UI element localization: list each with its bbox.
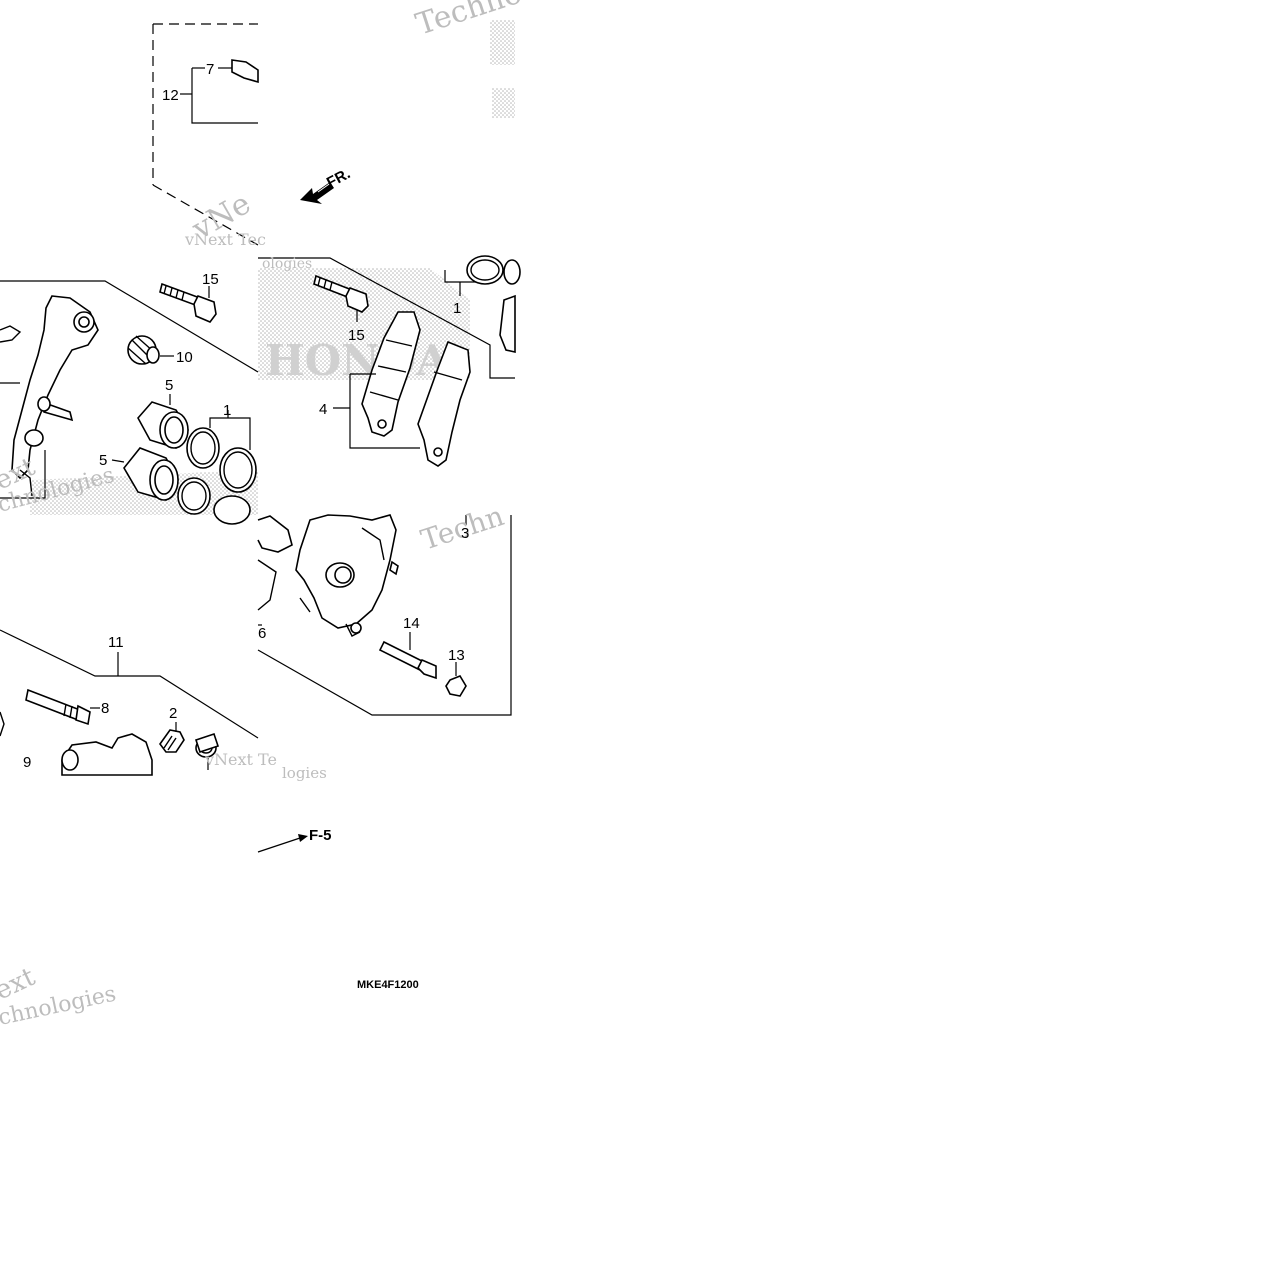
piston-5-bottom <box>111 447 179 501</box>
callout-labels: 12 7 15 10 5 1 5 1 15 4 3 6 14 13 11 8 2… <box>23 61 469 771</box>
piston-5-top <box>137 394 189 449</box>
diagram-code: MKE4F1200 <box>357 979 419 991</box>
svg-text:HONDA: HONDA <box>265 336 450 385</box>
callout-1-right: 1 <box>453 300 461 317</box>
lower-left-group <box>0 629 259 776</box>
callout-2: 2 <box>169 705 177 722</box>
callout-1-left: 1 <box>223 402 231 419</box>
callout-14: 14 <box>403 615 420 632</box>
callout-4: 4 <box>319 401 327 418</box>
callout-15-left: 15 <box>202 271 219 288</box>
watermark-text: Techno vNext Tec vNe ologies ext chnolog… <box>0 0 526 1031</box>
callout-10: 10 <box>176 349 193 366</box>
front-direction-arrow: FR. <box>300 165 353 204</box>
svg-text:vNext Te: vNext Te <box>204 750 277 769</box>
callout-15-right: 15 <box>348 327 365 344</box>
boot-10 <box>127 335 174 365</box>
callout-8: 8 <box>101 700 109 717</box>
reference-arrow <box>257 834 308 853</box>
seals-1-left <box>177 410 257 525</box>
callout-5-bottom: 5 <box>99 452 107 469</box>
callout-12: 12 <box>162 87 179 104</box>
callout-9: 9 <box>23 754 31 771</box>
brake-pads-4 <box>333 311 471 467</box>
callout-7: 7 <box>206 61 214 78</box>
callout-5-top: 5 <box>165 377 173 394</box>
right-top-outline <box>258 255 521 379</box>
callout-3: 3 <box>461 525 469 542</box>
caliper-bracket-group <box>0 280 259 499</box>
callout-6: 6 <box>258 625 266 642</box>
caliper-body-group <box>257 514 512 716</box>
nut-13 <box>445 662 467 697</box>
svg-text:vNext Tec: vNext Tec <box>184 230 266 249</box>
svg-text:ologies: ologies <box>262 256 312 272</box>
pin-14 <box>378 632 437 680</box>
callout-11: 11 <box>108 634 124 651</box>
upper-outline-group <box>152 23 259 246</box>
bolt-15-right <box>313 274 369 322</box>
bolt-15-left <box>159 282 217 323</box>
svg-text:logies: logies <box>282 764 327 782</box>
callout-13: 13 <box>448 647 465 664</box>
reference-label: F-5 <box>309 827 332 844</box>
